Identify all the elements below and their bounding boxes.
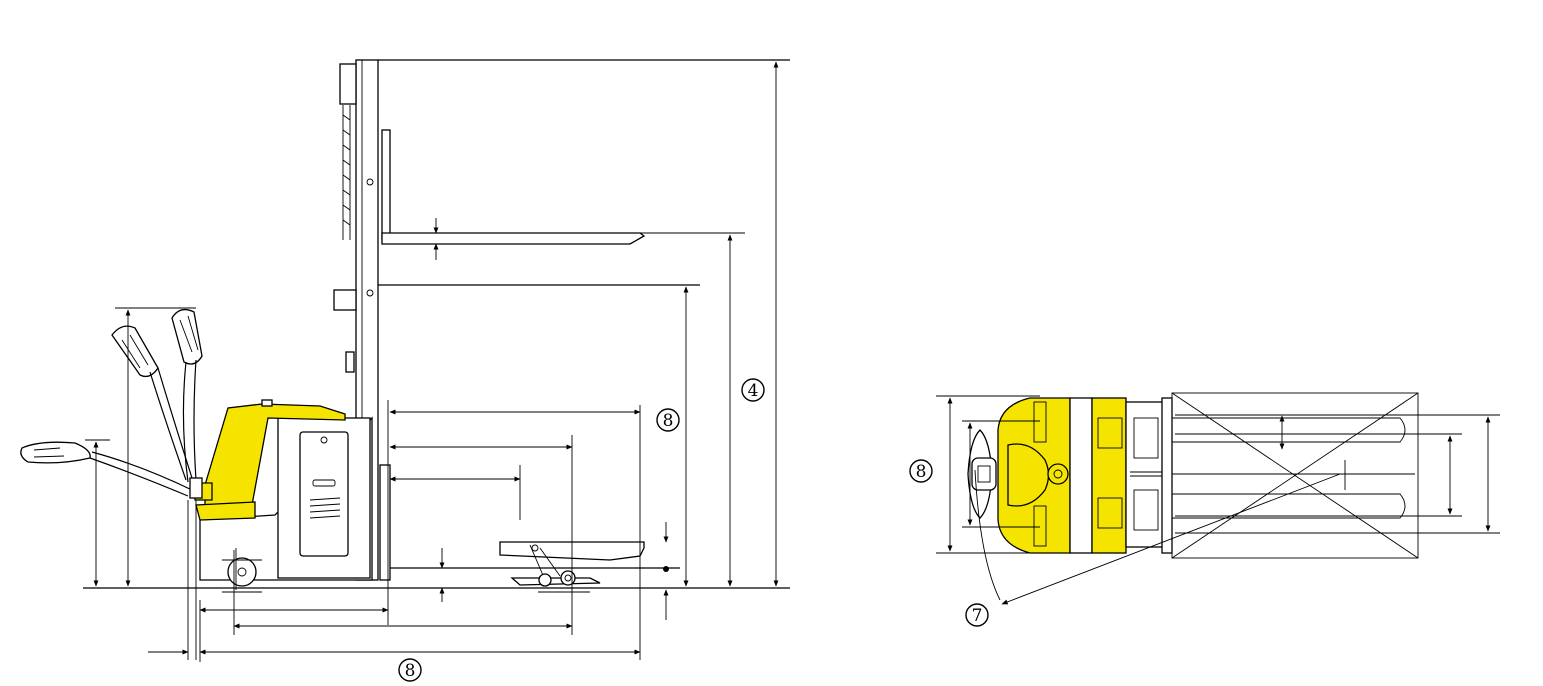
callout-top-width: 8 — [909, 459, 933, 483]
callout-side-overall-length: 8 — [398, 658, 422, 682]
top-view: 8 7 — [909, 392, 1500, 627]
lowered-fork — [379, 464, 680, 587]
mast — [333, 59, 790, 581]
top-forks — [1168, 417, 1415, 519]
callout-side-height: 4 — [741, 378, 765, 402]
svg-text:8: 8 — [405, 661, 416, 681]
top-truck-body — [967, 397, 1173, 554]
top-dimensions — [936, 395, 1500, 605]
side-dimensions — [85, 61, 779, 662]
svg-text:4: 4 — [748, 381, 759, 401]
svg-text:8: 8 — [663, 411, 674, 431]
side-view: 4 8 8 — [20, 59, 790, 682]
svg-text:8: 8 — [916, 462, 927, 482]
raised-fork — [381, 129, 745, 245]
callout-top-turning-radius: 7 — [965, 603, 989, 627]
svg-text:7: 7 — [972, 606, 983, 626]
callout-side-fork-width: 8 — [656, 408, 680, 432]
tiller-handles — [20, 308, 203, 660]
truck-body — [194, 399, 373, 590]
